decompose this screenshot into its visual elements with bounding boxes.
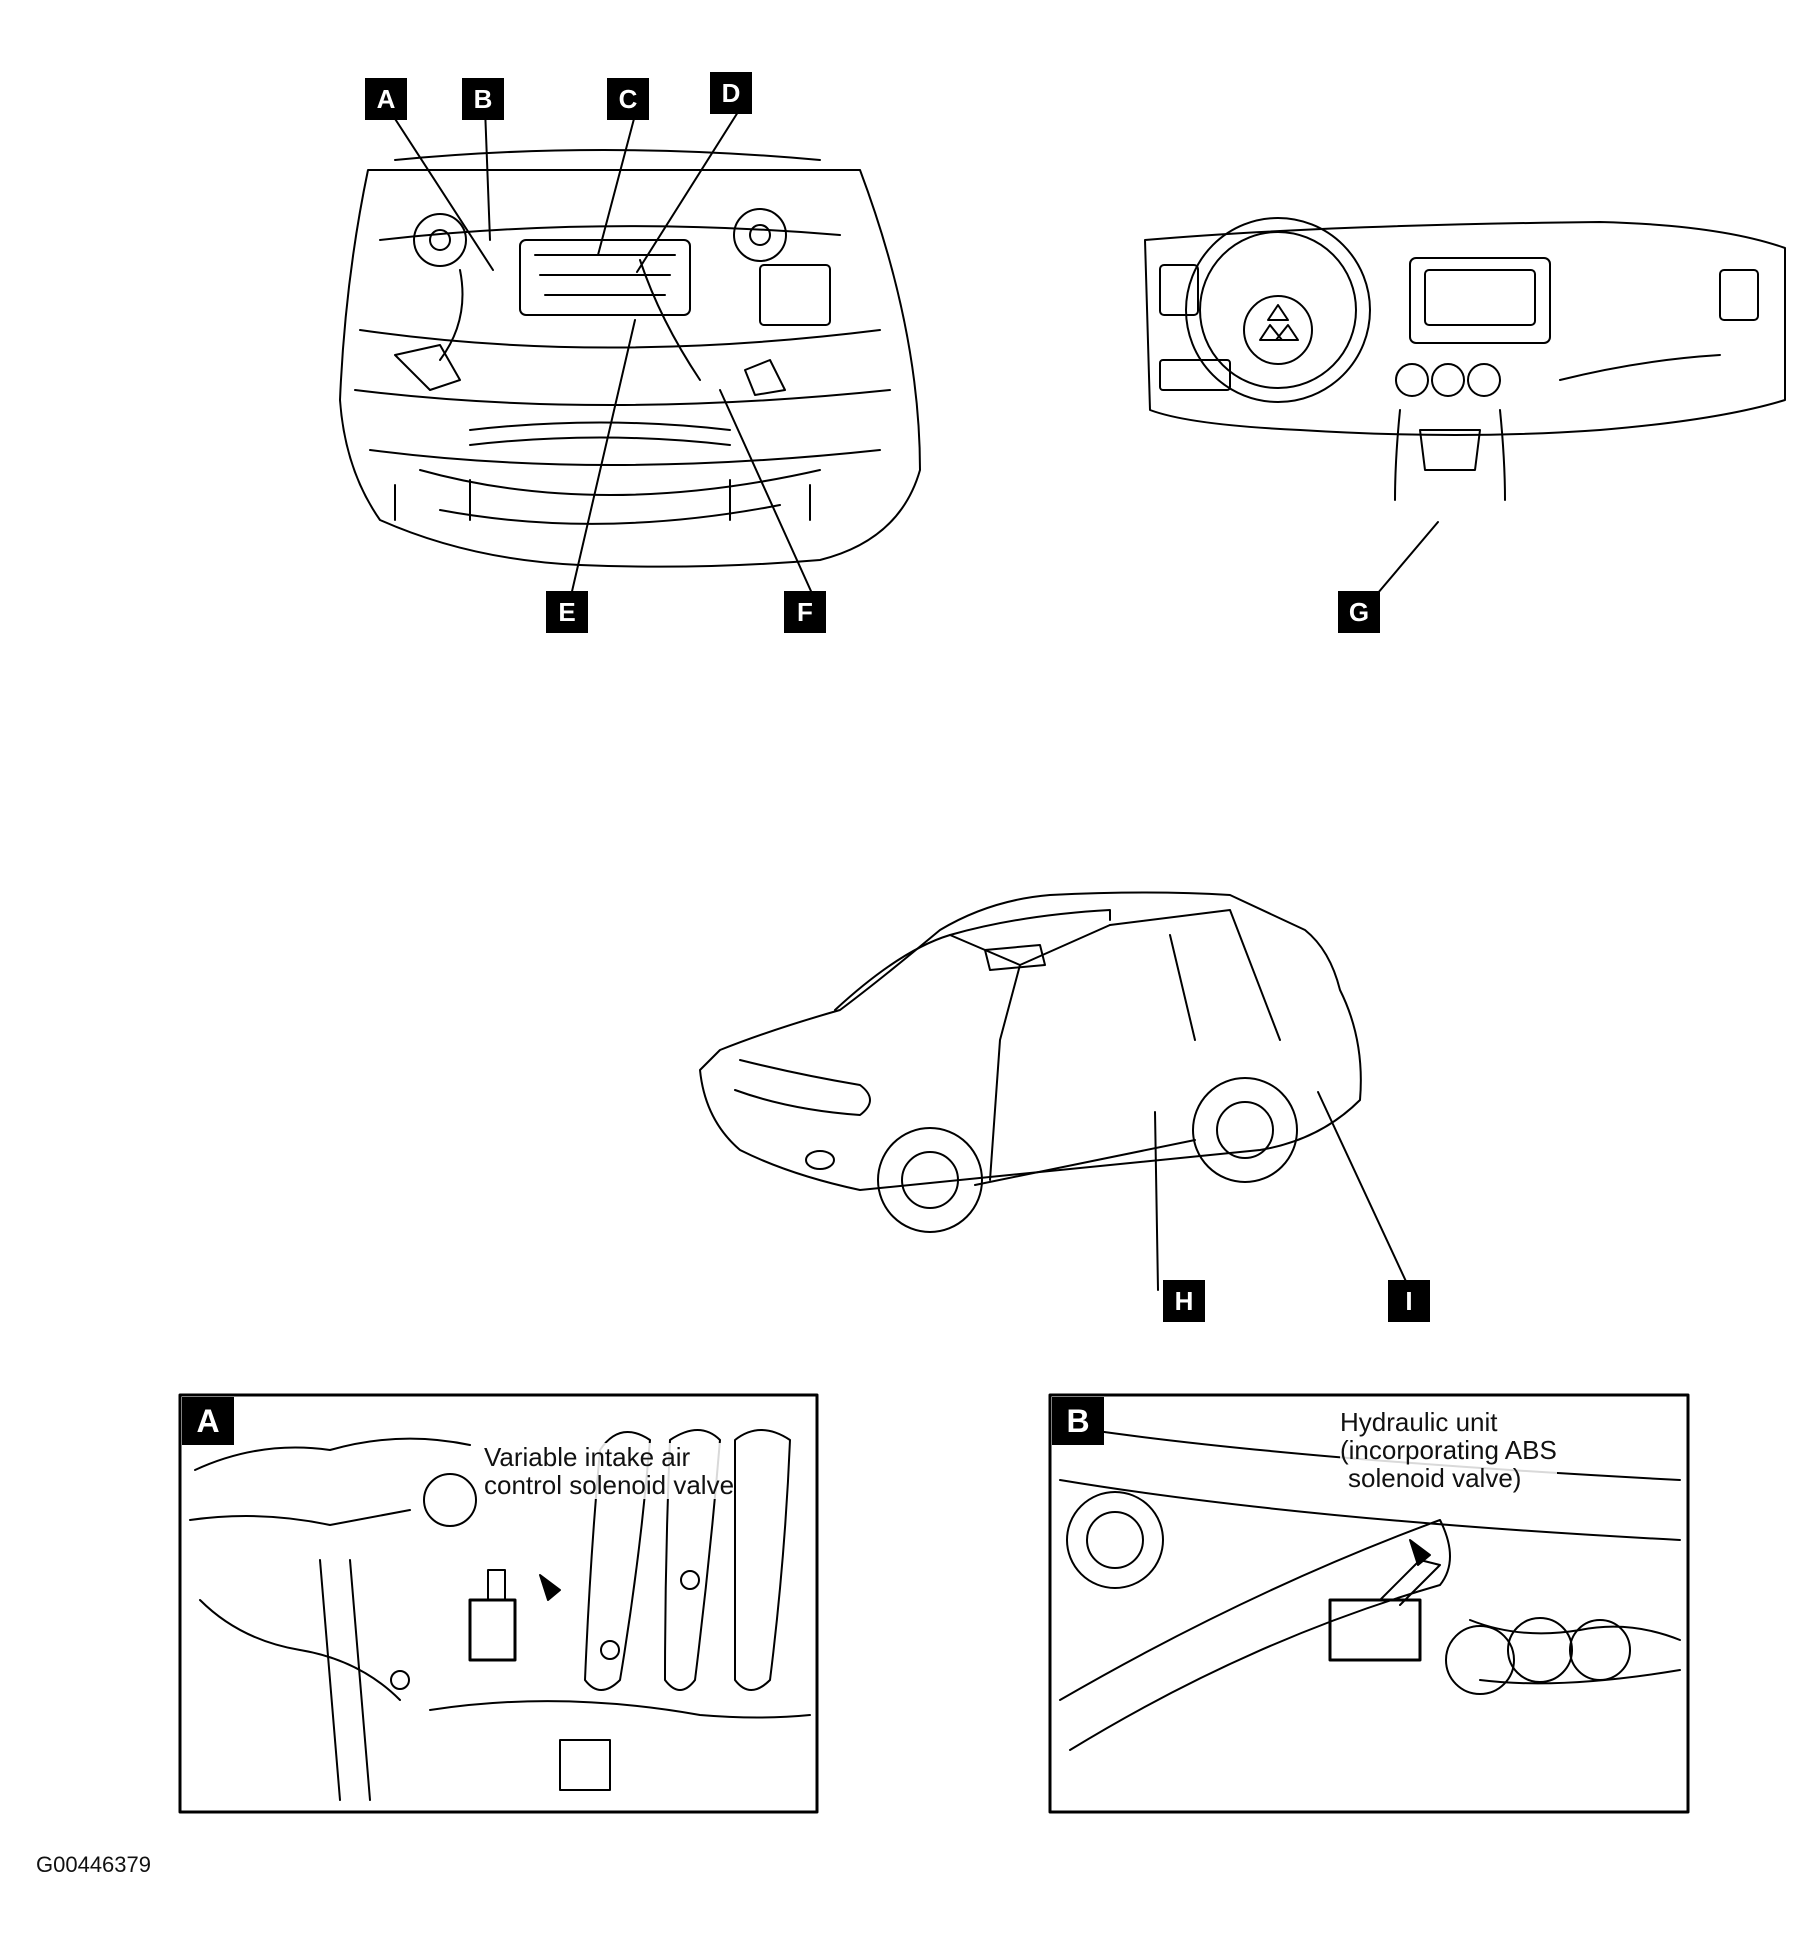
label-d: D (710, 72, 752, 114)
label-h: H (1163, 1280, 1205, 1322)
label-b: B (462, 78, 504, 120)
vehicle-drawing (699, 891, 1411, 1291)
label-c: C (607, 78, 649, 120)
inset-a-caption-line1: Variable intake air (484, 1442, 691, 1472)
inset-a-drawing (178, 1393, 819, 1814)
inset-a-tag: A (182, 1397, 234, 1445)
inset-b-caption-line3: solenoid valve) (1348, 1463, 1522, 1493)
inset-b-drawing (1048, 1393, 1690, 1814)
label-e: E (546, 591, 588, 633)
inset-b-tag: B (1052, 1397, 1104, 1445)
figure-code: G00446379 (36, 1852, 151, 1877)
label-i: I (1388, 1280, 1430, 1322)
label-g: G (1338, 591, 1380, 633)
inset-b-caption-line1: Hydraulic unit (1340, 1407, 1498, 1437)
dashboard-drawing (1144, 217, 1786, 601)
label-f: F (784, 591, 826, 633)
inset-a-caption-line2: control solenoid valve (484, 1470, 735, 1500)
label-a: A (365, 78, 407, 120)
inset-b-caption-line2: (incorporating ABS (1340, 1435, 1557, 1465)
engine-bay-drawing (339, 107, 921, 601)
